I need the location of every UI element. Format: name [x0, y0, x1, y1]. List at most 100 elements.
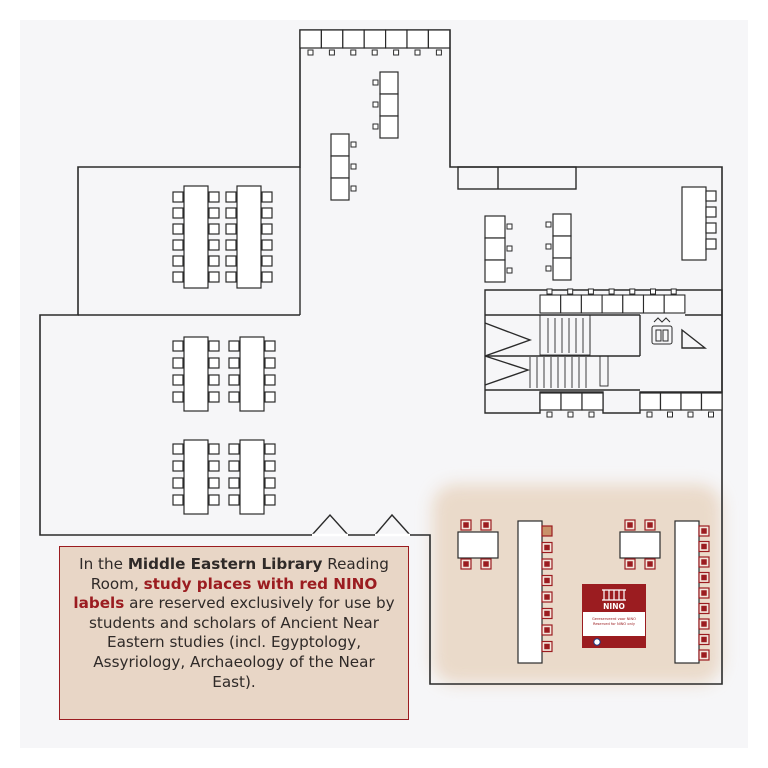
chair: [506, 223, 513, 230]
info-text-room: Reading Room,: [90, 555, 389, 593]
chair: [172, 374, 184, 386]
info-library-name: Middle Eastern Library: [127, 555, 323, 573]
chair: [687, 411, 694, 418]
chair: [264, 443, 276, 455]
chair: [506, 245, 513, 252]
study-carrel: [663, 294, 686, 314]
chair: [225, 239, 237, 251]
chair: [371, 49, 378, 56]
study-carrel: [642, 294, 665, 314]
chair: [546, 411, 553, 418]
long-table-nino-zone: [517, 520, 543, 664]
chair: [372, 123, 379, 130]
chair: [705, 238, 717, 250]
chair: [435, 49, 442, 56]
table: [681, 186, 707, 261]
study-carrel: [700, 392, 723, 411]
chair: [228, 443, 240, 455]
study-carrel: [363, 29, 387, 49]
chair-nino-label: [701, 636, 707, 643]
chair: [545, 265, 552, 272]
chair-nino-label: [463, 561, 469, 567]
study-carrel: [427, 29, 451, 49]
chair: [350, 49, 357, 56]
study-desk: [552, 257, 572, 281]
study-carrel: [680, 392, 703, 411]
chair: [208, 477, 220, 489]
chair: [587, 288, 594, 295]
chair: [261, 207, 273, 219]
chair: [629, 288, 636, 295]
chair: [264, 391, 276, 403]
chair-nino-label: [701, 528, 707, 534]
table: [183, 439, 209, 515]
chair-nino-label: [544, 610, 550, 617]
chair: [228, 460, 240, 472]
chair: [208, 223, 220, 235]
chair: [608, 288, 615, 295]
study-desk: [379, 71, 399, 95]
chair-nino-label: [544, 643, 550, 650]
chair: [372, 101, 379, 108]
study-carrel: [539, 392, 562, 411]
chair-nino-label: [701, 621, 707, 627]
chair: [414, 49, 421, 56]
sign-line-dutch: Gereserveerd voor NINO: [592, 617, 636, 621]
chair-nino-label: [544, 577, 550, 584]
chair: [264, 340, 276, 352]
chair: [208, 207, 220, 219]
study-desk: [552, 213, 572, 237]
long-table-nino-zone: [674, 520, 700, 664]
chair: [350, 185, 357, 192]
study-desk: [379, 93, 399, 117]
nino-logo-text: NINO: [603, 602, 625, 611]
chair-nino-label: [701, 605, 707, 612]
university-seal: [593, 638, 601, 646]
chair: [208, 494, 220, 506]
table: [183, 185, 209, 289]
chair: [264, 460, 276, 472]
chair: [228, 391, 240, 403]
chair: [208, 374, 220, 386]
study-desk: [330, 155, 350, 179]
chair: [208, 191, 220, 203]
chair: [588, 411, 595, 418]
chair: [172, 340, 184, 352]
chair: [261, 223, 273, 235]
chair: [545, 243, 552, 250]
chair-nino-plain: [541, 525, 553, 537]
chair: [208, 460, 220, 472]
chair-nino-label: [544, 627, 550, 633]
chair-nino-label: [627, 561, 633, 567]
chair: [225, 223, 237, 235]
chair: [172, 271, 184, 283]
chair: [667, 411, 673, 418]
chair: [208, 340, 220, 352]
study-carrel: [539, 294, 562, 314]
study-carrel: [406, 29, 429, 49]
chair: [225, 255, 237, 267]
chair: [646, 411, 653, 418]
chair: [225, 207, 237, 219]
study-desk: [484, 215, 506, 239]
study-desk: [330, 133, 350, 157]
info-box: In the Middle Eastern Library Reading Ro…: [59, 546, 409, 720]
table-nino-zone: [619, 531, 661, 559]
study-carrel: [601, 294, 624, 314]
nino-logo-mark: [602, 589, 626, 601]
info-text-rest: are reserved exclusively for use by stud…: [89, 594, 395, 691]
chair: [172, 391, 184, 403]
chair: [208, 239, 220, 251]
chair-nino-label: [701, 543, 707, 550]
table: [239, 439, 265, 515]
chair-nino-label: [647, 522, 653, 528]
chair: [264, 357, 276, 369]
chair: [172, 443, 184, 455]
chair-nino-label: [463, 522, 469, 528]
chair: [228, 374, 240, 386]
info-highlight: study places with red NINO labels: [73, 574, 378, 613]
chair: [228, 494, 240, 506]
chair-nino-label: [483, 522, 489, 528]
chair: [372, 79, 379, 86]
sign-line-english: Reserved for NINO only: [593, 622, 636, 626]
